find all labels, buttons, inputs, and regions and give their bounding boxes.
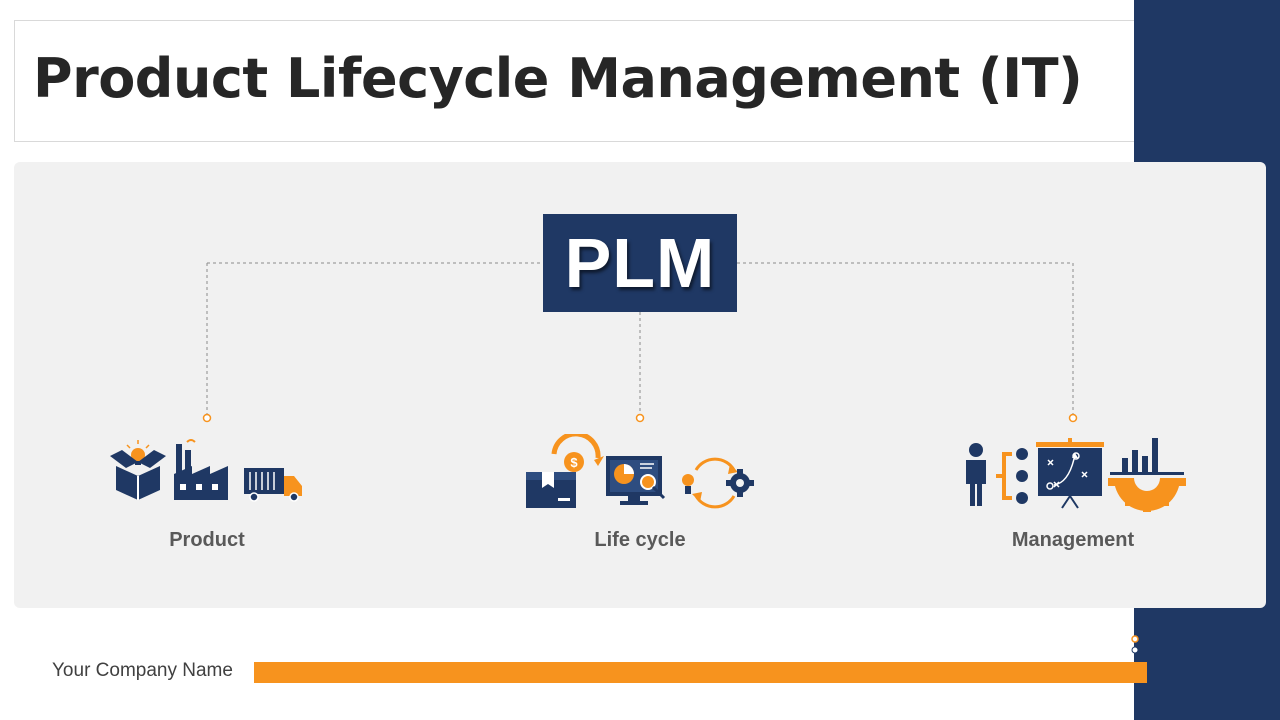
- title-box: Product Lifecycle Management (IT): [14, 20, 1134, 142]
- svg-text:$: $: [570, 455, 578, 470]
- strategy-board-icon: [1036, 438, 1104, 509]
- product-icon-group: [110, 439, 302, 502]
- center-node-box: PLM: [543, 214, 737, 312]
- bar-chart-gear-icon: [1108, 438, 1186, 512]
- connector-end-dot-left: [202, 413, 212, 423]
- package-box-icon: [526, 472, 576, 508]
- management-icon-group: [966, 438, 1186, 512]
- footer-company-name: Your Company Name: [52, 660, 233, 681]
- node-label-life-cycle: Life cycle: [594, 529, 686, 551]
- connector-end-dot-right: [1068, 413, 1078, 423]
- lifecycle-icon-group: $: [526, 434, 754, 509]
- person-icon: [966, 443, 986, 506]
- page-title: Product Lifecycle Management (IT): [33, 47, 1083, 110]
- dollar-cycle-icon: $: [551, 434, 604, 472]
- footer-accent-bar: [254, 662, 1147, 683]
- footer-decoration-dots: [1131, 635, 1139, 654]
- center-node-label: PLM: [564, 224, 716, 302]
- delivery-truck-icon: [244, 468, 302, 502]
- connector-end-dot-center: [635, 413, 645, 423]
- lightbulb-cycle-gear-icon: [682, 457, 754, 509]
- node-label-product: Product: [169, 529, 245, 551]
- org-branches-icon: [996, 448, 1028, 504]
- open-box-lightbulb-icon: [110, 440, 166, 500]
- node-label-management: Management: [1011, 529, 1135, 551]
- monitor-analytics-icon: [606, 456, 666, 505]
- factory-icon: [174, 439, 228, 500]
